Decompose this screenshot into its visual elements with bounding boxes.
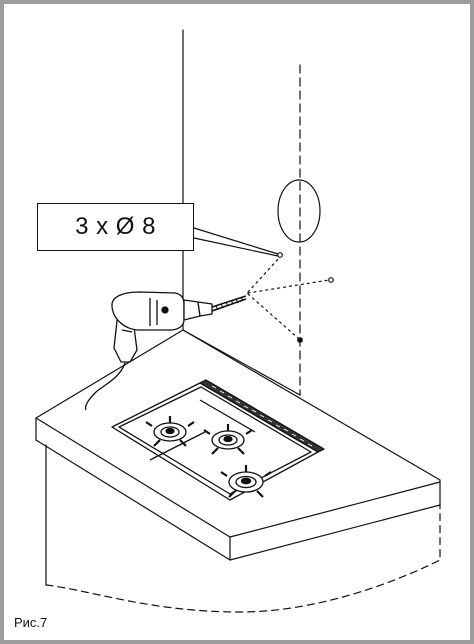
drill-path-1 — [247, 256, 281, 293]
drill-path-2 — [247, 279, 330, 294]
cabinet-bottom-dashed — [45, 504, 441, 613]
countertop-right-lower — [229, 504, 441, 561]
drill-hole-3 — [297, 337, 303, 343]
drill-hole-2 — [328, 277, 334, 283]
drill-hole-1 — [277, 252, 283, 258]
countertop-right-front — [229, 481, 441, 538]
countertop-front-edge — [35, 439, 231, 561]
gas-hob-icon — [111, 379, 325, 501]
figure-caption: Рис.7 — [14, 615, 48, 630]
callout-leader-1 — [193, 227, 279, 255]
drill-power-cord — [84, 362, 126, 411]
countertop-top-front-edge — [35, 417, 231, 538]
drill-icon — [111, 291, 247, 363]
drill-path-3 — [247, 293, 299, 339]
countertop-top — [35, 329, 441, 481]
callout-leader-2 — [193, 237, 279, 257]
reference-oval — [277, 179, 321, 243]
drill-hole-callout: 3 x Ø 8 — [37, 203, 194, 251]
